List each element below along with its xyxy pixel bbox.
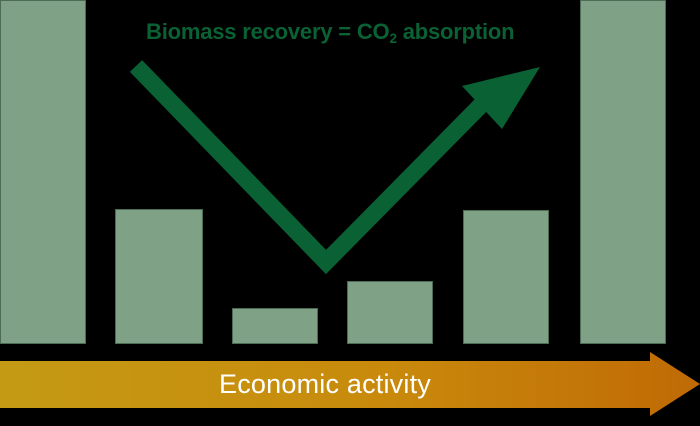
bar-5	[463, 210, 549, 344]
title-subscript: 2	[389, 31, 397, 46]
economic-activity-label: Economic activity	[219, 369, 431, 399]
title-prefix: Biomass recovery = CO	[146, 19, 390, 44]
page-title: Biomass recovery = CO2 absorption	[146, 18, 515, 49]
bar-3	[232, 308, 318, 344]
bar-4	[347, 281, 433, 344]
economic-activity-axis-arrow	[0, 352, 700, 416]
bar-1	[0, 0, 86, 344]
bar-6	[580, 0, 666, 344]
title-suffix: absorption	[396, 19, 515, 44]
bar-2	[115, 209, 203, 344]
